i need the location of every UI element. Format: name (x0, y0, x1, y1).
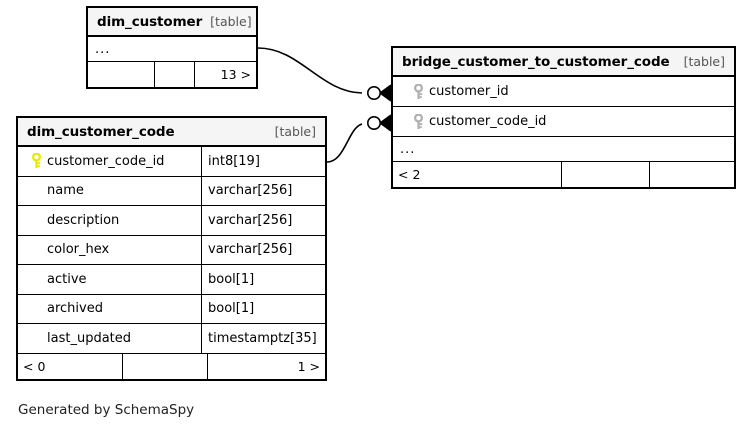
table-title: dim_customer (97, 13, 203, 30)
footer-cell-right[interactable]: 13 > (194, 62, 256, 87)
column-name-label: name (47, 183, 84, 199)
footer-cell-middle (122, 353, 207, 379)
table-header: dim_customer_code [table] (18, 118, 325, 147)
table-row[interactable]: last_updated timestamptz[35] (18, 324, 325, 354)
column-type-cell: varchar[256] (201, 176, 325, 205)
table-dim-customer-code[interactable]: dim_customer_code [table] customer_code_… (16, 116, 327, 381)
column-name-cell: customer_id (393, 77, 734, 106)
table-row[interactable]: name varchar[256] (18, 176, 325, 206)
column-name-cell: name (18, 177, 201, 206)
column-name-cell: last_updated (18, 324, 201, 353)
primary-key-icon (25, 153, 47, 169)
table-row[interactable]: active bool[1] (18, 265, 325, 295)
column-name-label: last_updated (47, 330, 132, 346)
footer-cell-middle (561, 162, 649, 187)
table-dim-customer[interactable]: dim_customer [table] ... 13 > (86, 6, 258, 89)
column-type-cell: bool[1] (201, 294, 325, 323)
crowsfoot-many-marker (379, 84, 392, 102)
footer-cell-middle (154, 62, 194, 87)
table-row[interactable]: customer_code_id (393, 107, 734, 137)
cardinality-zero-marker (366, 86, 381, 101)
column-name-cell: archived (18, 295, 201, 324)
table-row[interactable]: archived bool[1] (18, 294, 325, 324)
column-name-label: color_hex (47, 242, 110, 258)
relationship-dim-customer-to-bridge[interactable] (257, 47, 392, 102)
table-type-tag: [table] (210, 14, 252, 29)
table-row[interactable]: customer_code_id int8[19] (18, 147, 325, 177)
column-name-cell: description (18, 206, 201, 235)
table-title: bridge_customer_to_customer_code (402, 53, 670, 70)
column-type-cell: varchar[256] (201, 235, 325, 264)
footer-cell-right[interactable]: 1 > (207, 353, 325, 379)
column-type-cell: varchar[256] (201, 206, 325, 235)
foreign-key-icon (407, 113, 429, 130)
footer-cell-left[interactable]: < 2 (398, 167, 421, 182)
cardinality-zero-marker (366, 116, 381, 131)
table-bridge-customer-to-customer-code[interactable]: bridge_customer_to_customer_code [table]… (391, 46, 736, 189)
table-row[interactable]: customer_id (393, 77, 734, 107)
column-type-cell: int8[19] (201, 147, 325, 176)
table-footer: < 0 1 > (18, 353, 325, 379)
column-type-cell: bool[1] (201, 265, 325, 294)
footer-cell-left[interactable]: < 0 (23, 358, 46, 374)
column-name-label: customer_id (429, 84, 509, 99)
collapsed-columns-ellipsis[interactable]: ... (88, 37, 256, 62)
table-header: dim_customer [table] (88, 8, 256, 37)
column-name-label: customer_code_id (429, 114, 547, 129)
table-footer: 13 > (88, 62, 256, 87)
relationship-dim-customer-code-to-bridge[interactable] (326, 114, 392, 163)
generator-credit: Generated by SchemaSpy (18, 402, 195, 418)
column-name-cell: color_hex (18, 236, 201, 265)
collapsed-columns-ellipsis[interactable]: ... (393, 137, 734, 162)
table-row[interactable]: color_hex varchar[256] (18, 235, 325, 265)
table-title: dim_customer_code (27, 123, 175, 140)
table-type-tag: [table] (683, 54, 725, 69)
table-row[interactable]: description varchar[256] (18, 206, 325, 236)
table-header: bridge_customer_to_customer_code [table] (393, 48, 734, 77)
foreign-key-icon (407, 83, 429, 100)
column-name-cell: active (18, 265, 201, 294)
column-name-cell: customer_code_id (18, 147, 201, 176)
table-footer: < 2 (393, 162, 734, 187)
column-type-cell: timestamptz[35] (201, 324, 325, 353)
footer-cell-right (649, 162, 734, 187)
column-name-label: archived (47, 301, 103, 317)
footer-cell-left[interactable] (88, 62, 154, 87)
column-name-label: active (47, 271, 87, 287)
crowsfoot-many-marker (379, 114, 392, 132)
column-name-cell: customer_code_id (393, 107, 734, 136)
column-name-label: customer_code_id (47, 153, 165, 169)
table-type-tag: [table] (274, 124, 316, 139)
column-name-label: description (47, 212, 120, 228)
